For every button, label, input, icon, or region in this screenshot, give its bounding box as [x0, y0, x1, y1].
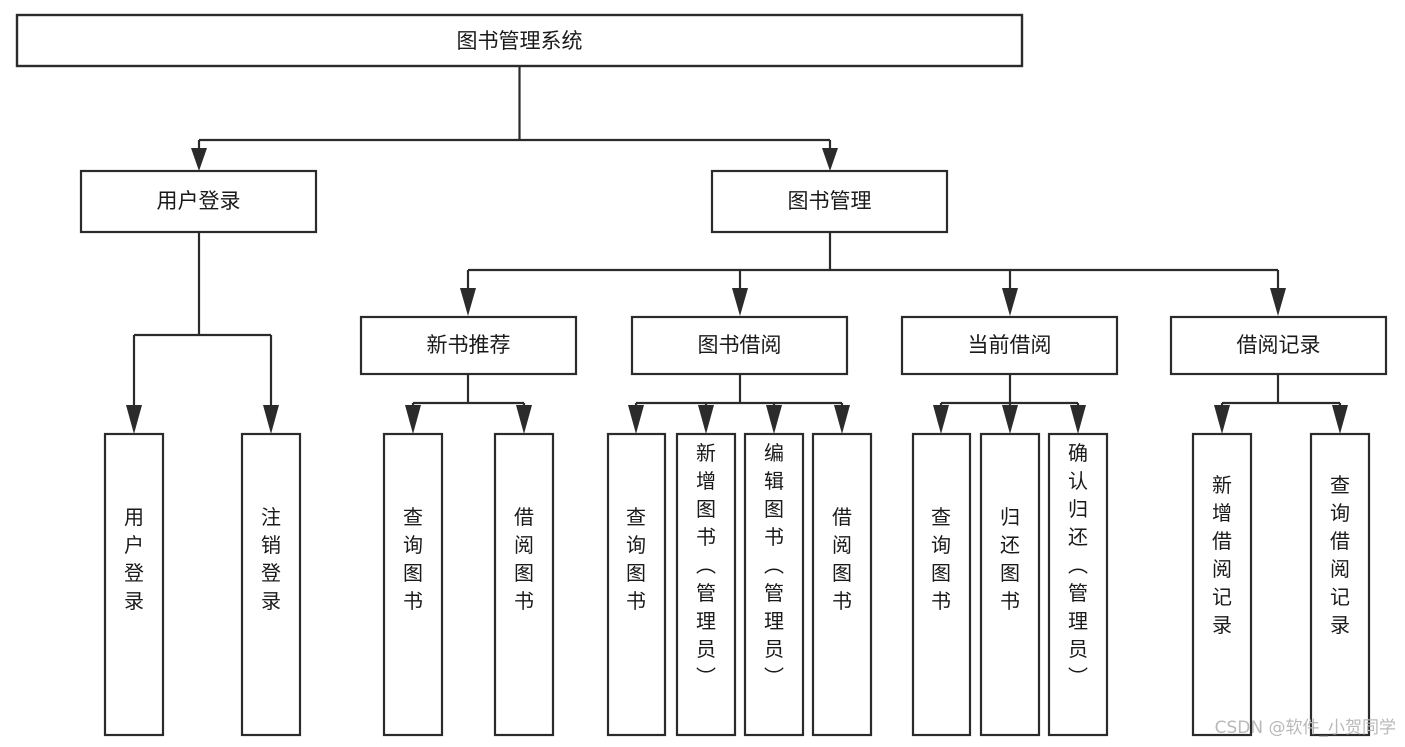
node-leaf-add-borrow-record-box[interactable] — [1191, 432, 1253, 737]
node-leaf-borrow-book-1[interactable]: 借阅图书 — [493, 432, 555, 737]
arrow-leaf-query-book-2 — [628, 405, 644, 434]
node-current-borrow[interactable]: 当前借阅 — [900, 315, 1119, 376]
node-leaf-add-book-admin[interactable]: 新增图书︵管理员︶ — [675, 432, 737, 737]
node-leaf-query-book-2-box[interactable] — [606, 432, 667, 737]
node-leaf-add-borrow-record-label: 新增借阅记录 — [1212, 473, 1232, 637]
node-new-book-recommend-box[interactable] — [359, 315, 578, 376]
node-book-management-box[interactable] — [710, 169, 949, 234]
node-leaf-query-book-1-label: 查询图书 — [403, 505, 423, 613]
node-leaf-query-book-1[interactable]: 查询图书 — [382, 432, 444, 737]
node-root-box[interactable] — [15, 13, 1024, 68]
node-leaf-add-book-admin-box[interactable] — [675, 432, 737, 737]
node-leaf-query-borrow-record-label: 查询借阅记录 — [1330, 473, 1350, 637]
node-leaf-user-login[interactable]: 用户登录 — [103, 432, 165, 737]
node-borrow-record-label: 借阅记录 — [1237, 333, 1321, 357]
node-root[interactable]: 图书管理系统 — [15, 13, 1024, 68]
node-leaf-edit-book-admin-box[interactable] — [743, 432, 805, 737]
arrow-leaf-query-book-1 — [405, 405, 421, 434]
node-leaf-query-book-2[interactable]: 查询图书 — [606, 432, 667, 737]
node-book-management-label: 图书管理 — [788, 189, 872, 213]
node-leaf-borrow-book-2[interactable]: 借阅图书 — [811, 432, 873, 737]
arrow-book-management — [822, 148, 838, 171]
arrow-leaf-edit-book-admin — [766, 405, 782, 434]
node-leaf-edit-book-admin[interactable]: 编辑图书︵管理员︶ — [743, 432, 805, 737]
node-leaf-query-borrow-record-box[interactable] — [1309, 432, 1371, 737]
arrow-new-book-recommend — [460, 288, 476, 316]
arrow-leaf-borrow-book-2 — [834, 405, 850, 434]
node-book-management[interactable]: 图书管理 — [710, 169, 949, 234]
node-leaf-add-book-admin-label: 新增图书︵管理员︶ — [696, 441, 716, 689]
node-leaf-return-book-box[interactable] — [979, 432, 1041, 737]
node-leaf-query-borrow-record[interactable]: 查询借阅记录 — [1309, 432, 1371, 737]
node-leaf-add-borrow-record[interactable]: 新增借阅记录 — [1191, 432, 1253, 737]
node-new-book-recommend[interactable]: 新书推荐 — [359, 315, 578, 376]
node-leaf-borrow-book-2-box[interactable] — [811, 432, 873, 737]
node-borrow-record[interactable]: 借阅记录 — [1169, 315, 1388, 376]
arrow-book-borrow — [732, 288, 748, 316]
node-leaf-query-book-3-box[interactable] — [911, 432, 972, 737]
arrow-leaf-add-book-admin — [698, 405, 714, 434]
node-leaf-borrow-book-2-label: 借阅图书 — [832, 505, 852, 613]
node-leaf-return-book-label: 归还图书 — [1000, 505, 1020, 613]
node-book-borrow[interactable]: 图书借阅 — [630, 315, 849, 376]
node-leaf-user-login-label: 用户登录 — [124, 505, 144, 613]
node-leaf-return-book[interactable]: 归还图书 — [979, 432, 1041, 737]
node-current-borrow-label: 当前借阅 — [968, 333, 1052, 357]
arrow-leaf-borrow-book-1 — [516, 405, 532, 434]
node-leaf-logout-login-box[interactable] — [240, 432, 302, 737]
node-leaf-query-book-3-label: 查询图书 — [931, 505, 951, 613]
arrow-current-borrow — [1002, 288, 1018, 316]
arrow-leaf-return-book — [1002, 405, 1018, 434]
node-leaf-edit-book-admin-label: 编辑图书︵管理员︶ — [764, 441, 784, 689]
node-user-login-label: 用户登录 — [157, 189, 241, 213]
node-current-borrow-box[interactable] — [900, 315, 1119, 376]
node-borrow-record-box[interactable] — [1169, 315, 1388, 376]
node-book-borrow-box[interactable] — [630, 315, 849, 376]
node-leaf-borrow-book-1-box[interactable] — [493, 432, 555, 737]
node-leaf-confirm-return-admin-label: 确认归还︵管理员︶ — [1068, 441, 1088, 689]
node-leaf-logout-login[interactable]: 注销登录 — [240, 432, 302, 737]
node-user-login-box[interactable] — [79, 169, 318, 234]
node-leaf-user-login-box[interactable] — [103, 432, 165, 737]
arrow-leaf-add-borrow-record — [1214, 405, 1230, 434]
node-new-book-recommend-label: 新书推荐 — [427, 333, 511, 357]
arrow-leaf-user-login — [126, 405, 142, 434]
watermark-label: CSDN @软件_小贺同学 — [1215, 718, 1396, 738]
arrow-borrow-record — [1270, 288, 1286, 316]
node-root-label: 图书管理系统 — [457, 29, 583, 53]
node-leaf-query-book-1-box[interactable] — [382, 432, 444, 737]
node-leaf-confirm-return-admin[interactable]: 确认归还︵管理员︶ — [1047, 432, 1109, 737]
node-book-borrow-label: 图书借阅 — [698, 333, 782, 357]
arrow-leaf-logout-login — [263, 405, 279, 434]
node-leaf-borrow-book-1-label: 借阅图书 — [514, 505, 534, 613]
arrow-leaf-confirm-return-admin — [1070, 405, 1086, 434]
node-leaf-query-book-2-label: 查询图书 — [626, 505, 646, 613]
node-leaf-confirm-return-admin-box[interactable] — [1047, 432, 1109, 737]
arrow-user-login — [191, 148, 207, 171]
node-leaf-logout-login-label: 注销登录 — [261, 505, 281, 613]
node-user-login[interactable]: 用户登录 — [79, 169, 318, 234]
arrow-leaf-query-book-3 — [933, 405, 949, 434]
connector-layer — [126, 66, 1348, 434]
node-leaf-query-book-3[interactable]: 查询图书 — [911, 432, 972, 737]
arrow-leaf-query-borrow-record — [1332, 405, 1348, 434]
